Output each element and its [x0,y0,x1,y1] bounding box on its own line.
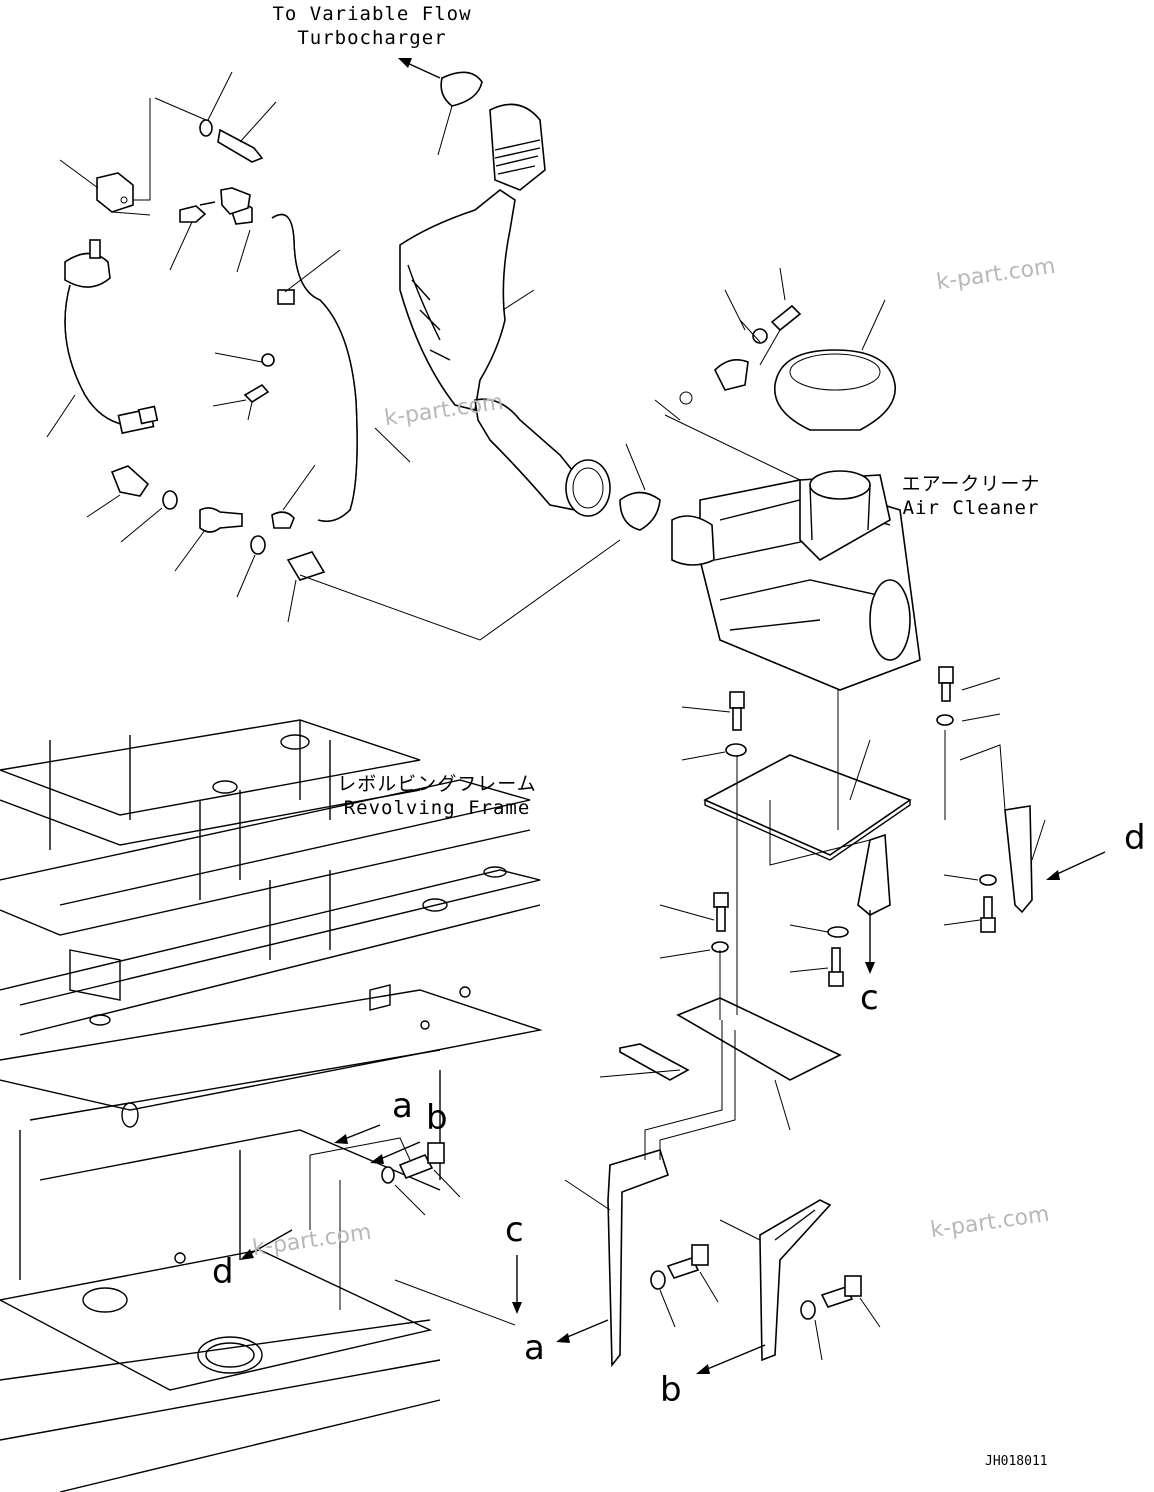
ref-letter-c-bracket: c [860,978,879,1018]
ref-letter-b-frame: b [426,1098,448,1138]
ref-letter-d-bracket: d [1124,818,1146,858]
sensor-hose-group [64,97,358,581]
ref-letter-d-frame: d [212,1252,234,1292]
intake-duct [399,71,661,531]
ref-letter-c-frame: c [505,1210,524,1250]
ref-letter-b-bracket: b [660,1370,682,1410]
revolving-frame-caption-jp: レボルビングフレーム [337,773,537,795]
air-cleaner [664,304,921,691]
revolving-frame-caption: レボルビングフレーム Revolving Frame [334,772,540,820]
turbocharger-caption-line1: To Variable Flow [272,3,472,25]
turbocharger-caption-line2: Turbocharger [297,27,447,49]
revolving-frame [0,719,543,1492]
ref-letter-a-bracket: a [524,1328,545,1368]
air-cleaner-caption: エアークリーナ Air Cleaner [898,472,1044,520]
reference-arrows [240,58,1106,1374]
air-cleaner-caption-jp: エアークリーナ [901,473,1041,495]
leader-lines [46,71,1046,1361]
drawing-code: JH018011 [985,1454,1048,1469]
air-cleaner-caption-en: Air Cleaner [902,497,1040,519]
turbocharger-caption: To Variable Flow Turbocharger [262,2,482,50]
ref-letter-a-frame: a [392,1086,413,1126]
revolving-frame-caption-en: Revolving Frame [343,797,531,819]
